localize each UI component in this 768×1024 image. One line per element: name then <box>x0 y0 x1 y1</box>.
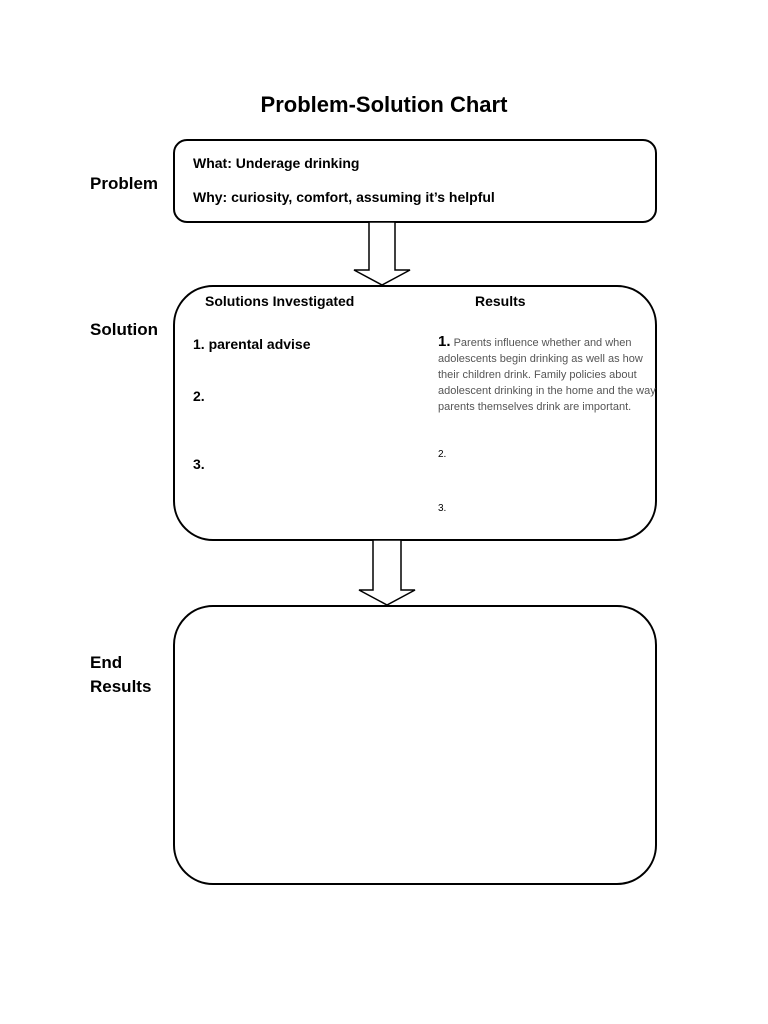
end-results-label-line1: End <box>90 653 123 672</box>
end-results-label-line2: Results <box>90 677 152 696</box>
solution-item-1: 1. parental advise <box>193 336 311 352</box>
result-item-2-number: 2. <box>438 449 447 460</box>
chart-title: Problem-Solution Chart <box>260 92 508 117</box>
solution-box: Solutions Investigated Results 1. parent… <box>173 285 657 541</box>
result-item-1-text: Parents influence whether and when adole… <box>438 337 656 413</box>
solution-item-2: 2. <box>193 388 205 404</box>
result-item-3-number: 3. <box>438 503 447 514</box>
problem-box: What: Underage drinking Why: curiosity, … <box>173 139 657 223</box>
problem-what: What: Underage drinking <box>193 155 360 171</box>
end-results-box <box>173 605 657 885</box>
solutions-investigated-header: Solutions Investigated <box>205 293 355 309</box>
problem-why: Why: curiosity, comfort, assuming it’s h… <box>193 189 495 205</box>
results-header: Results <box>475 293 526 309</box>
result-item-1: 1. Parents influence whether and when ad… <box>438 334 666 415</box>
solution-label: Solution <box>90 320 158 339</box>
result-item-1-number: 1. <box>438 333 451 350</box>
end-results-label: End Results <box>90 651 151 699</box>
problem-label: Problem <box>90 174 159 193</box>
solution-item-3: 3. <box>193 456 205 472</box>
arrow-down-icon <box>353 221 411 286</box>
arrow-down-icon <box>358 539 416 606</box>
